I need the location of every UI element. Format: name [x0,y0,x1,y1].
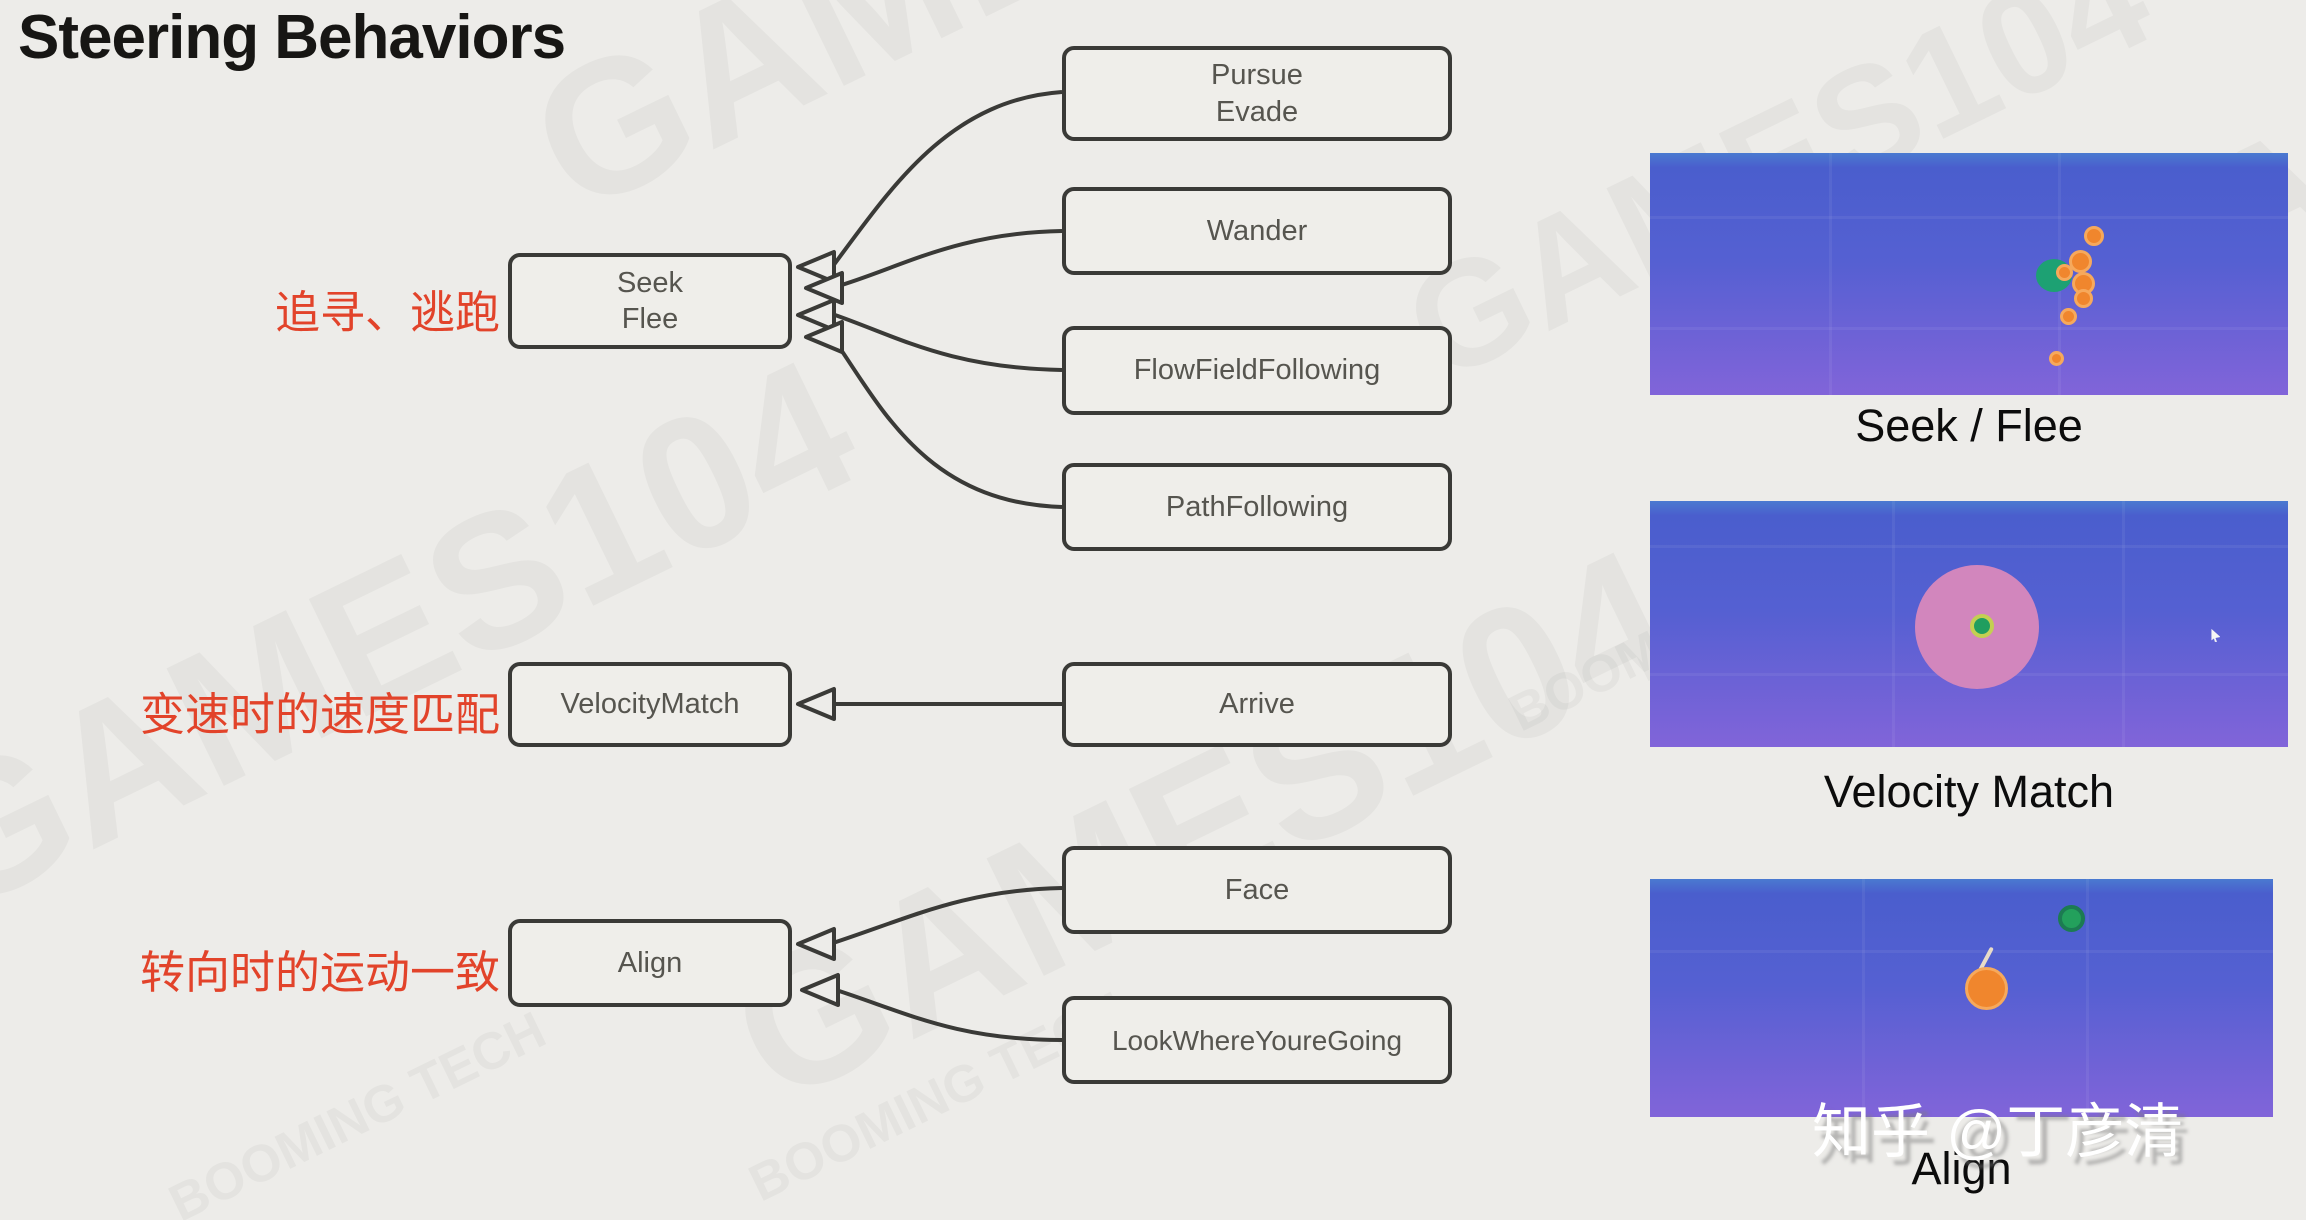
box-wander: Wander [1062,187,1452,275]
box-velocity-match: VelocityMatch [508,662,792,747]
arrowhead-seekflee-2 [804,271,844,305]
agent-dot-orange [2055,264,2073,282]
panel-gridline [2086,879,2090,1117]
panel-gridline [1650,327,2288,331]
demo-panel-velocity-match [1650,501,2288,747]
arrowhead-align-1 [796,927,836,961]
box-look-where-youre-going: LookWhereYoureGoing [1062,996,1452,1084]
agent-dot-green [1970,614,1995,639]
box-pursue-evade-line2: Evade [1215,95,1299,128]
zhihu-author-watermark: 知乎 @丁彦清 [1812,1099,2184,1165]
edge-face-to-align [832,886,1063,945]
agent-dot-orange [1964,967,2008,1011]
annotation-velocity-match: 变速时的速度匹配 [139,689,500,740]
edge-lwyg-to-align [832,987,1063,1042]
box-arrive-label: Arrive [1219,688,1295,721]
edge-pursue-to-seekflee [831,90,1063,268]
agent-dot-orange [2068,249,2092,273]
demo-panel-seek-flee [1650,153,2288,395]
agent-dot-orange [2059,307,2077,325]
caption-align: Align [1911,1143,2012,1194]
box-seek-flee-line2: Flee [621,303,679,335]
demo-panel-align [1650,879,2273,1117]
edge-flowfield-to-seekflee [834,313,1063,372]
panel-gridline [1828,153,1832,395]
agent-dot-orange [2073,288,2093,308]
edge-pathfollowing-to-seekflee [831,336,1063,509]
box-look-where-youre-going-label: LookWhereYoureGoing [1111,1024,1403,1056]
box-pursue-evade: Pursue Evade [1062,46,1452,141]
arrowhead-seekflee-4 [804,320,844,354]
panel-gridline [1650,215,2288,219]
box-pursue-evade-line1: Pursue [1211,59,1303,92]
box-arrive: Arrive [1062,662,1452,747]
agent-dot-orange [2083,225,2104,246]
caption-seek-flee: Seek / Flee [1855,400,2083,451]
annotation-seek-flee: 追寻、逃跑 [274,287,500,338]
box-path-following-label: PathFollowing [1165,490,1349,523]
box-seek-flee-line1: Seek [616,266,684,299]
caption-velocity-match: Velocity Match [1823,766,2115,817]
box-face: Face [1062,846,1452,934]
arrowhead-velocitymatch [796,687,836,721]
box-velocity-match-label: VelocityMatch [560,688,740,721]
panel-gridline [1650,545,2288,549]
page-title: Steering Behaviors [18,3,566,72]
box-align: Align [508,919,792,1007]
panel-gridline [2122,501,2126,747]
mouse-cursor [2211,628,2221,642]
box-flow-field-following: FlowFieldFollowing [1062,326,1452,415]
panel-gridline [1892,501,1896,747]
panel-gridline [1650,950,2273,954]
edge-wander-to-seekflee [834,229,1063,289]
annotation-align: 转向时的运动一致 [139,947,500,998]
box-path-following: PathFollowing [1062,463,1452,551]
box-flow-field-following-label: FlowFieldFollowing [1133,354,1381,387]
box-seek-flee: Seek Flee [508,253,792,349]
arrowhead-seekflee-3 [796,298,836,332]
align-target-dot-green [2058,905,2086,933]
arrowhead-seekflee-1 [796,250,836,284]
panel-gridline [1861,879,1865,1117]
box-align-label: Align [617,946,683,979]
box-face-label: Face [1224,873,1290,906]
box-wander-label: Wander [1206,214,1308,247]
arrowhead-align-2 [800,973,840,1007]
agent-dot-orange [2049,351,2065,367]
